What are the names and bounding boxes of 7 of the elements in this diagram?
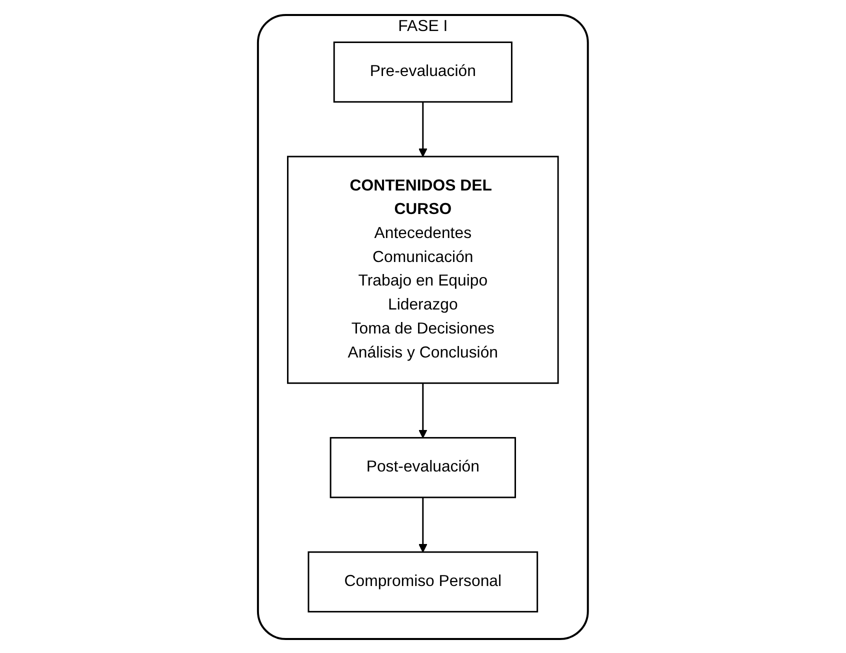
arrow [418,496,428,552]
node-box: Pre-evaluación [333,41,513,102]
arrow [418,382,428,438]
node-box: CONTENIDOS DEL CURSO Antecedentes Comunicación Trabajo en Equipo Liderazgo Toma de Decisiones Análisis y Conclusión [287,155,559,384]
node-box: Compromiso Personal [308,550,538,612]
node-box: Post-evaluación [330,436,516,498]
arrow [418,101,428,156]
